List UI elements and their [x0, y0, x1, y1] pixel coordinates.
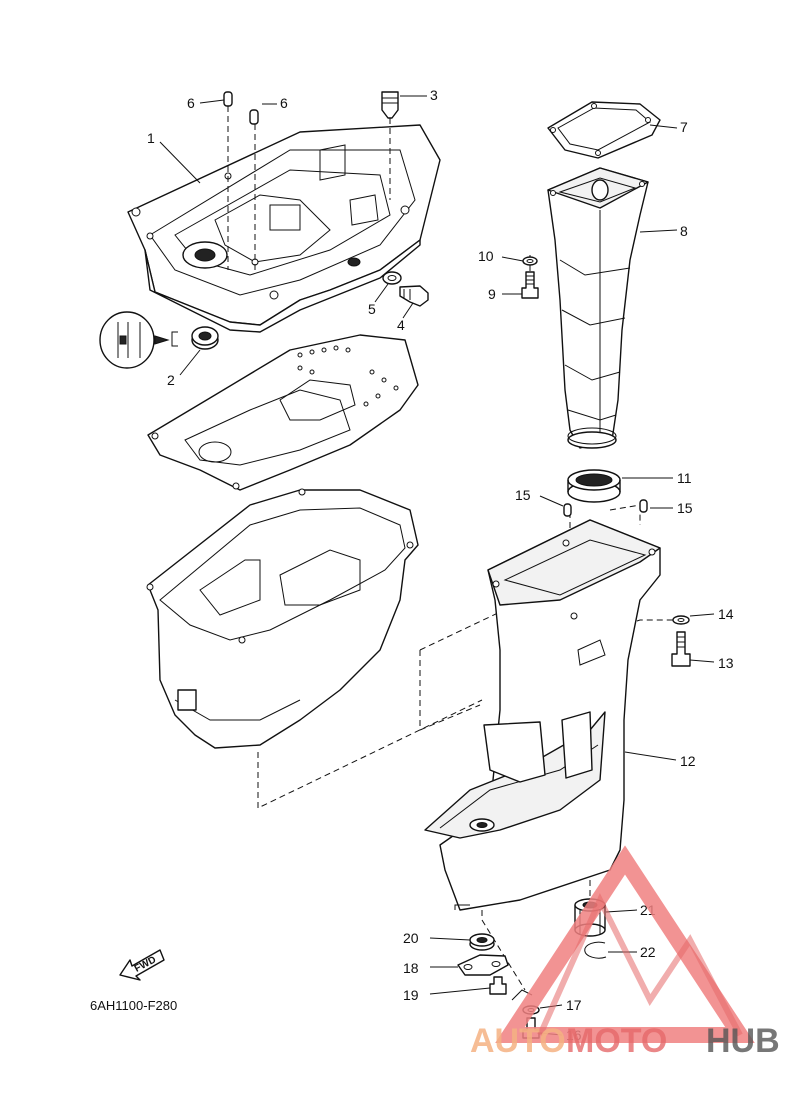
callout-8: 8	[680, 223, 688, 239]
callout-6b: 6	[280, 95, 288, 111]
plug-part-3	[381, 91, 399, 119]
callout-17: 17	[566, 997, 582, 1013]
watermark-auto: AUTO	[470, 1022, 566, 1060]
fwd-arrow: FWD	[119, 949, 165, 981]
callout-1: 1	[147, 130, 155, 146]
oil-pan	[146, 488, 419, 749]
oil-seal-2	[99, 311, 219, 369]
callout-14: 14	[718, 606, 734, 622]
callout-20: 20	[403, 930, 419, 946]
dowel-pins-6	[223, 91, 259, 125]
upper-casing-plate	[127, 124, 441, 333]
alignment-lines	[227, 106, 680, 991]
washer-5-bolt-4	[347, 257, 429, 307]
callout-10: 10	[478, 248, 494, 264]
callout-4: 4	[397, 317, 405, 333]
dowel-pins-15	[563, 499, 648, 517]
watermark-moto: MOTO	[566, 1022, 667, 1060]
callout-2: 2	[167, 372, 175, 388]
gasket	[147, 334, 419, 491]
rubber-seal-11	[567, 469, 621, 503]
watermark-logo: AUTO MOTO HUB	[470, 845, 780, 1060]
callout-3: 3	[430, 87, 438, 103]
callout-15a: 15	[515, 487, 531, 503]
callout-13: 13	[718, 655, 734, 671]
watermark-hub: HUB	[706, 1022, 780, 1060]
upper-casing-12	[424, 519, 661, 911]
washer-10-bolt-9	[521, 256, 539, 299]
callout-12: 12	[680, 753, 696, 769]
callout-18: 18	[403, 960, 419, 976]
callout-22: 22	[640, 944, 656, 960]
exhaust-guide-8	[547, 167, 649, 449]
washer-14-bolt-13	[671, 615, 691, 667]
callout-6a: 6	[187, 95, 195, 111]
diagram-code: 6AH1100-F280	[90, 998, 177, 1013]
callout-5: 5	[368, 301, 376, 317]
callout-15b: 15	[677, 500, 693, 516]
callout-19: 19	[403, 987, 419, 1003]
fwd-label: FWD	[133, 954, 158, 974]
callout-9: 9	[488, 286, 496, 302]
callout-11: 11	[677, 470, 692, 486]
callout-7: 7	[680, 119, 688, 135]
exhaust-gasket-7	[547, 101, 661, 159]
